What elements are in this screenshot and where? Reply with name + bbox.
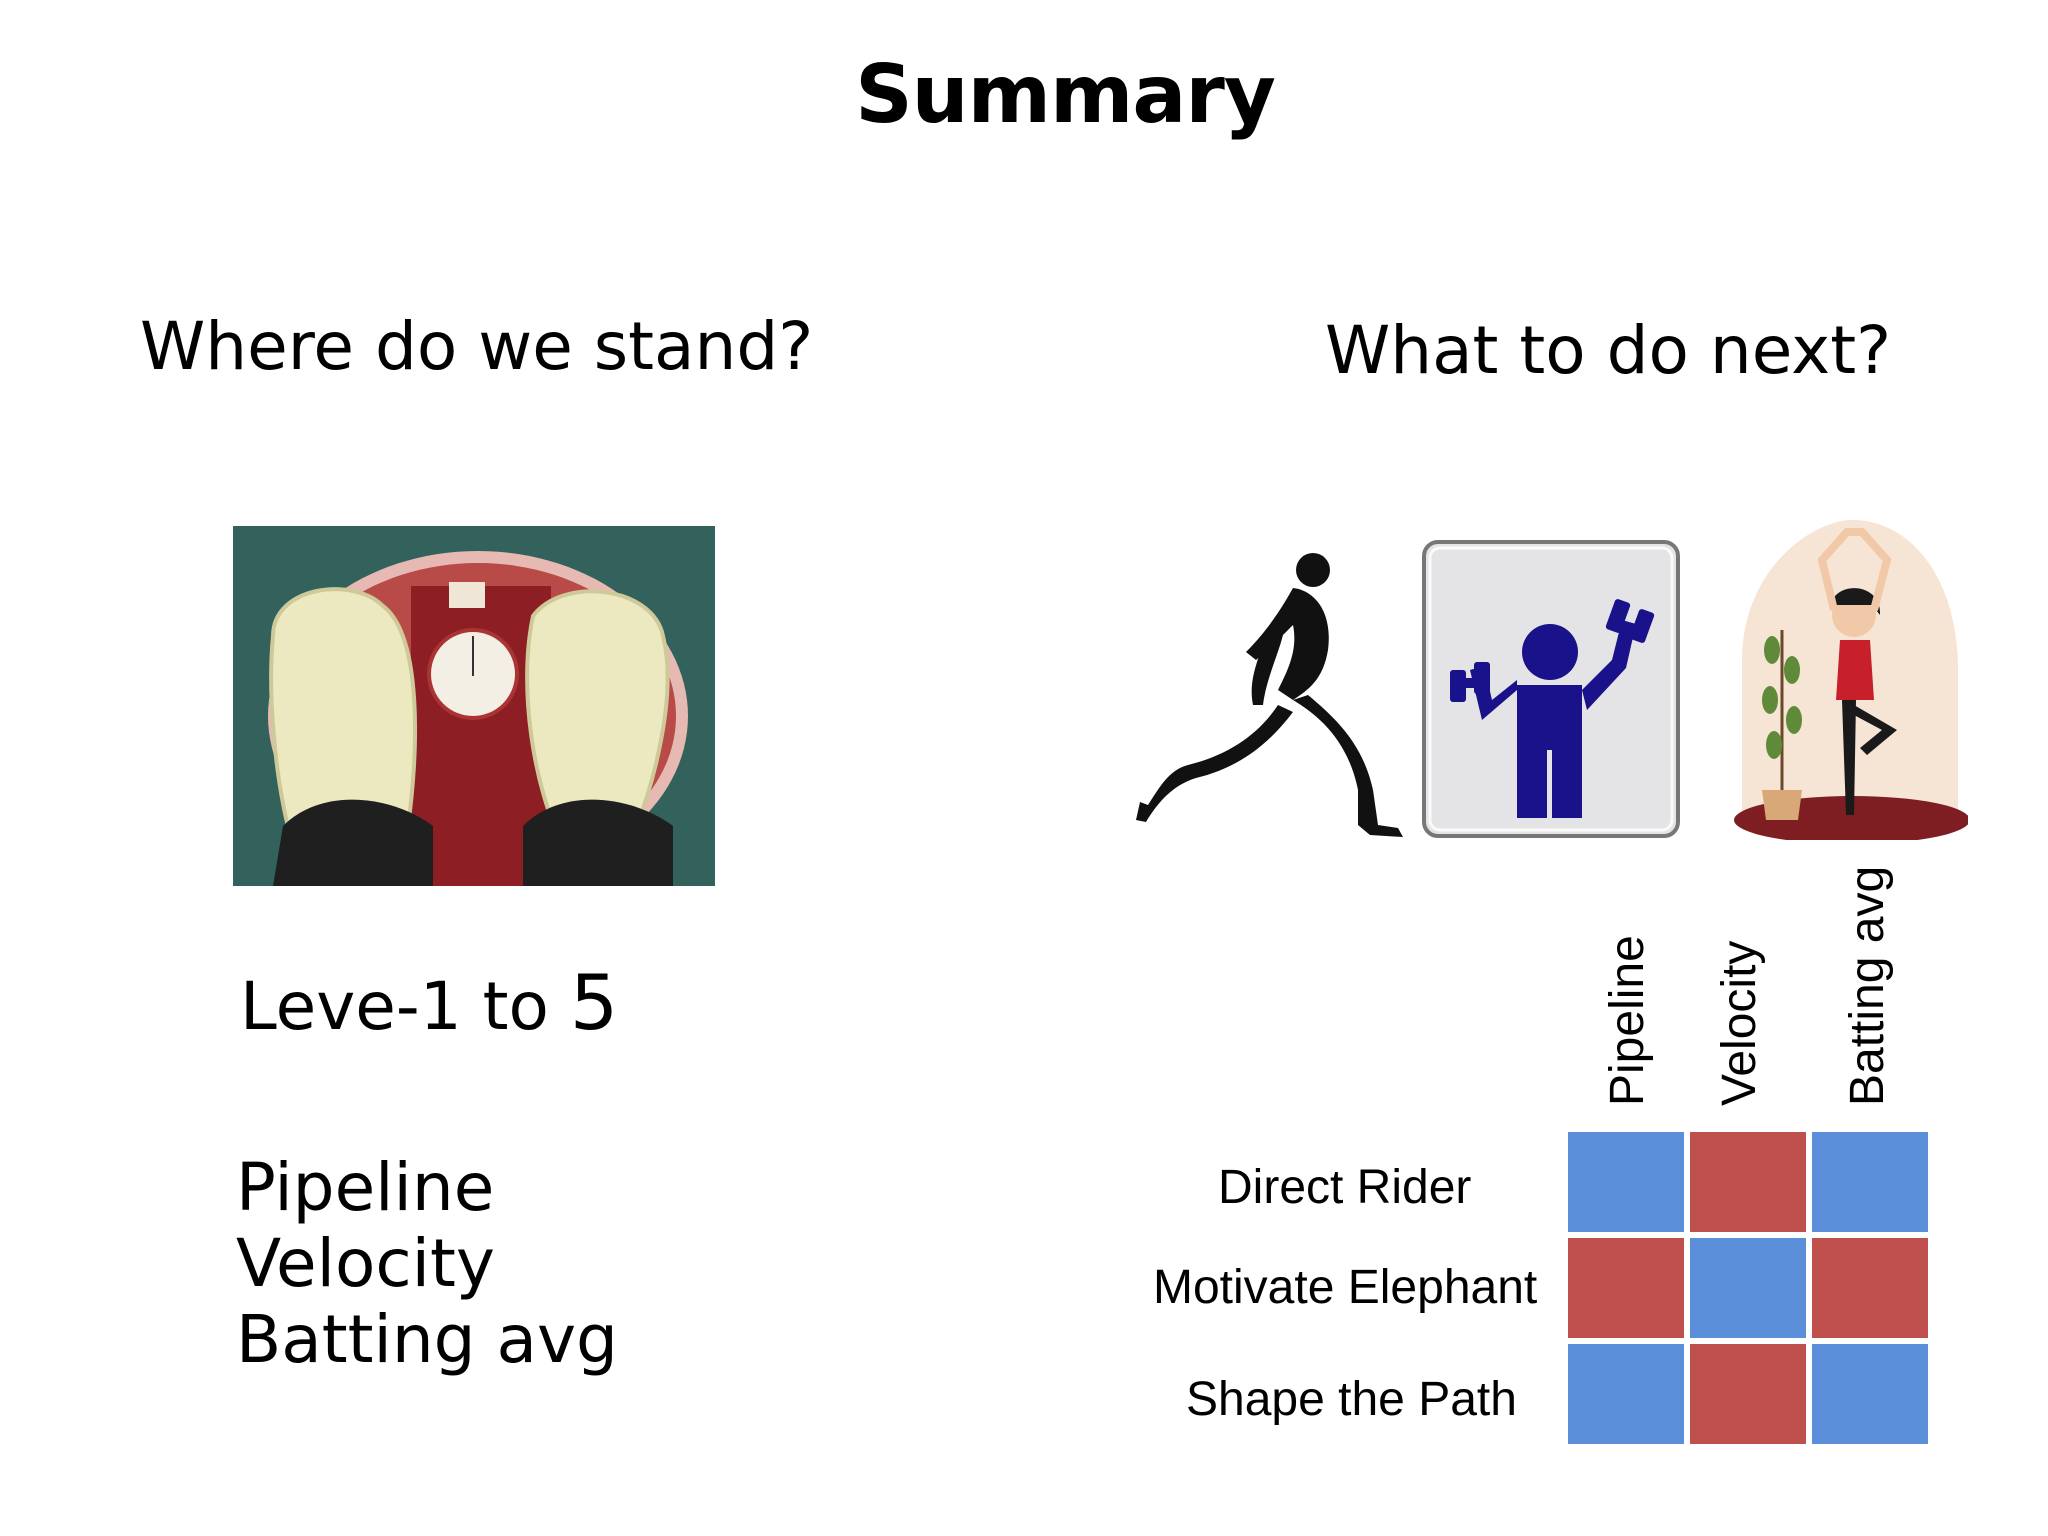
matrix-cell (1812, 1132, 1928, 1232)
scale-photo (233, 526, 715, 886)
row-label-motivate-elephant: Motivate Elephant (1153, 1261, 1538, 1314)
matrix-cell (1568, 1238, 1684, 1338)
left-heading: Where do we stand? (140, 308, 814, 385)
metric-item: Pipeline (236, 1149, 495, 1226)
matrix-cell (1690, 1132, 1806, 1232)
matrix-cell (1568, 1344, 1684, 1444)
matrix-cell (1690, 1344, 1806, 1444)
column-label-velocity: Velocity (1713, 940, 1766, 1106)
metric-item: Velocity (236, 1225, 495, 1302)
right-heading: What to do next? (1325, 312, 1892, 389)
column-label-batting-avg: Batting avg (1841, 865, 1894, 1106)
yoga-icon (1722, 520, 1970, 844)
weights-icon (1422, 540, 1680, 840)
slide-title: Summary (855, 48, 1276, 141)
level-text-main: Leve-1 to (240, 968, 570, 1045)
matrix-cell (1568, 1132, 1684, 1232)
matrix-cell (1812, 1238, 1928, 1338)
row-label-direct-rider: Direct Rider (1218, 1161, 1472, 1214)
matrix-cell (1812, 1344, 1928, 1444)
metric-list: Pipeline Velocity Batting avg (236, 1150, 618, 1378)
runner-icon (1118, 540, 1418, 840)
level-text-number: 5 (569, 958, 619, 1047)
level-text: Leve-1 to 5 (240, 958, 618, 1047)
row-label-shape-the-path: Shape the Path (1186, 1373, 1517, 1426)
column-label-pipeline: Pipeline (1601, 935, 1654, 1106)
metric-item: Batting avg (236, 1301, 618, 1378)
matrix-grid (1568, 1132, 1930, 1448)
matrix-cell (1690, 1238, 1806, 1338)
